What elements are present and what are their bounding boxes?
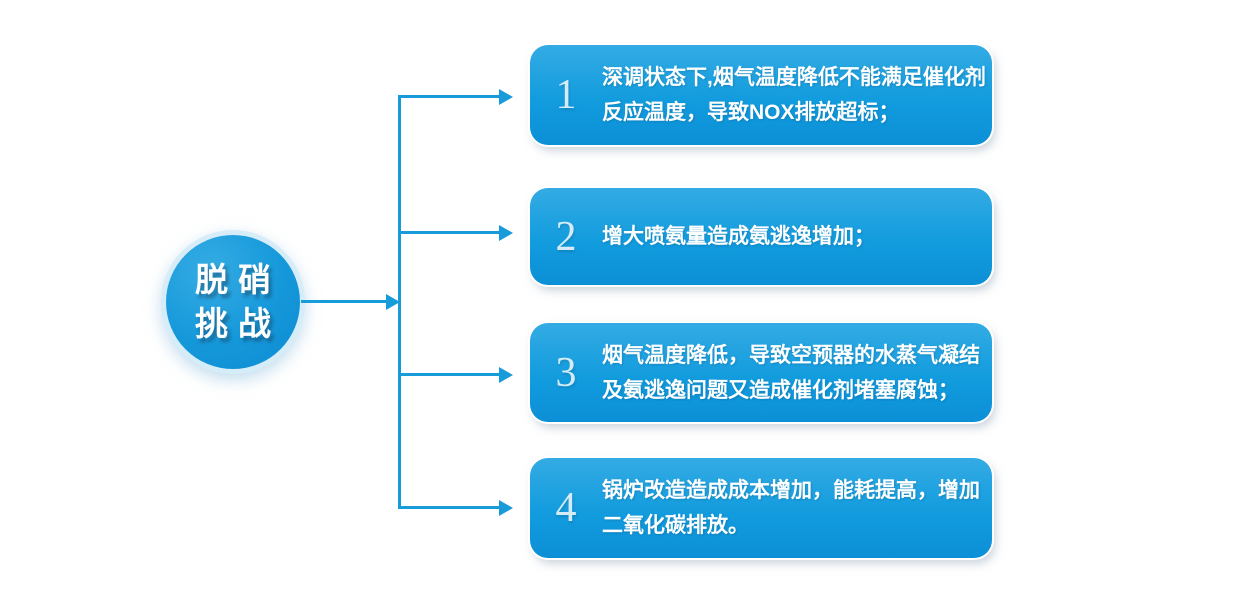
connector-branch-2 [400, 231, 499, 234]
challenge-number-2: 2 [555, 213, 577, 260]
challenge-text-4: 锅炉改造造成成本增加，能耗提高，增加 二氧化碳排放。 [602, 473, 994, 543]
challenge-text-1: 深调状态下,烟气温度降低不能满足催化剂 反应温度，导致NOX排放超标； [602, 60, 1000, 130]
challenge-box-4: 4 锅炉改造造成成本增加，能耗提高，增加 二氧化碳排放。 [530, 458, 992, 558]
arrowhead-branch-2-icon [499, 225, 513, 241]
arrowhead-root-icon [386, 294, 400, 310]
root-label-line-2: 挑战 [195, 305, 281, 342]
challenge-text-4-line-1: 锅炉改造造成成本增加，能耗提高，增加 [602, 479, 980, 502]
challenge-box-2: 2 增大喷氨量造成氨逃逸增加； [530, 188, 992, 285]
challenge-text-2: 增大喷氨量造成氨逃逸增加； [602, 219, 992, 254]
connector-root-line [301, 300, 387, 303]
challenge-number-4: 4 [555, 485, 577, 531]
challenge-text-1-line-1: 深调状态下,烟气温度降低不能满足催化剂 [602, 66, 986, 89]
challenge-box-1: 1 深调状态下,烟气温度降低不能满足催化剂 反应温度，导致NOX排放超标； [530, 45, 992, 145]
connector-branch-1 [400, 95, 499, 98]
challenge-number-3: 3 [555, 349, 577, 396]
challenge-text-1-line-2: 反应温度，导致NOX排放超标； [602, 101, 900, 124]
root-label-line-1: 脱硝 [195, 261, 281, 298]
connector-trunk [398, 95, 401, 509]
challenge-text-3-line-1: 烟气温度降低，导致空预器的水蒸气凝结 [602, 343, 980, 367]
challenge-text-3: 烟气温度降低，导致空预器的水蒸气凝结 及氨逃逸问题又造成催化剂堵塞腐蚀； [602, 338, 994, 408]
arrowhead-branch-1-icon [499, 89, 513, 105]
challenge-number-1: 1 [555, 72, 577, 118]
challenge-text-4-line-2: 二氧化碳排放。 [602, 514, 749, 537]
arrowhead-branch-4-icon [499, 500, 513, 516]
challenge-text-2-line-1: 增大喷氨量造成氨逃逸增加； [602, 225, 875, 248]
root-node-denitrification-challenge: 脱硝 挑战 [166, 235, 300, 369]
challenge-box-3: 3 烟气温度降低，导致空预器的水蒸气凝结 及氨逃逸问题又造成催化剂堵塞腐蚀； [530, 323, 992, 422]
connector-branch-3 [400, 373, 499, 376]
arrowhead-branch-3-icon [499, 367, 513, 383]
challenge-text-3-line-2: 及氨逃逸问题又造成催化剂堵塞腐蚀； [602, 378, 959, 402]
connector-branch-4 [400, 506, 499, 509]
